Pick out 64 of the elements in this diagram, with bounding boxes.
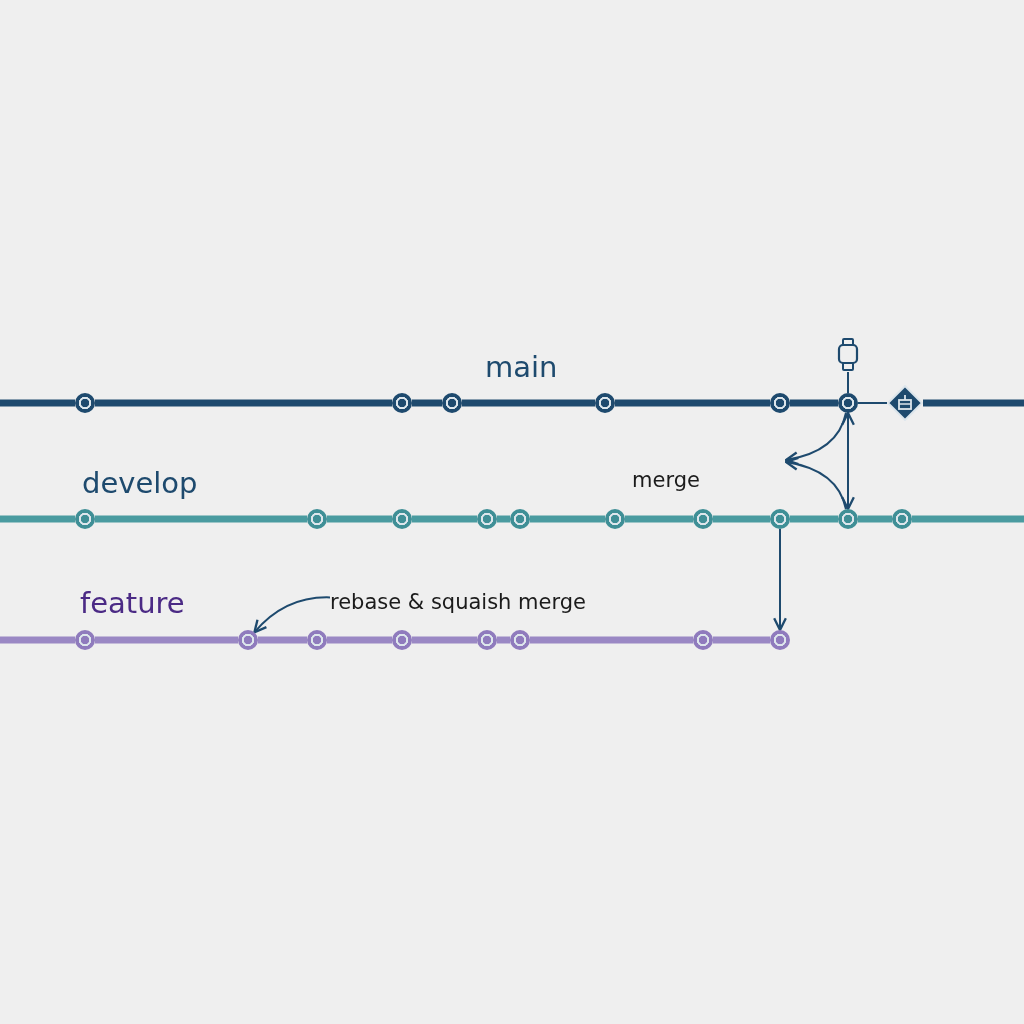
branch-line	[327, 636, 392, 644]
arrow	[784, 457, 847, 511]
branch-line	[0, 515, 75, 523]
commit-circle	[605, 509, 625, 529]
commit-circle	[693, 630, 713, 650]
connector-line	[857, 402, 888, 404]
branch-line	[462, 399, 595, 407]
branch-line	[530, 636, 693, 644]
branch-line	[497, 515, 510, 523]
commit-circle	[75, 509, 95, 529]
branch-line	[412, 399, 442, 407]
arrow	[784, 411, 847, 465]
branch-line	[258, 636, 307, 644]
commit-circle	[693, 509, 713, 529]
branch-name: feature	[80, 586, 185, 620]
branch-line	[713, 515, 770, 523]
leader-arrow	[253, 596, 331, 634]
merge-label: merge	[632, 468, 700, 492]
commit-circle	[75, 393, 95, 413]
branch-line	[790, 515, 838, 523]
commit-circle	[838, 509, 858, 529]
branch-line	[95, 399, 392, 407]
commit-circle	[238, 630, 258, 650]
commit-circle	[392, 509, 412, 529]
branch-line	[95, 636, 238, 644]
commit-circle	[307, 509, 327, 529]
branch-line	[95, 515, 307, 523]
tag-icon	[837, 338, 859, 372]
arrow	[773, 528, 787, 632]
commit-circle	[595, 393, 615, 413]
commit-circle	[477, 630, 497, 650]
commit-circle	[442, 393, 462, 413]
commit-circle	[770, 393, 790, 413]
branch-line	[858, 515, 892, 523]
branch-line	[412, 636, 477, 644]
commit-circle	[770, 630, 790, 650]
commit-circle	[510, 630, 530, 650]
commit-circle	[477, 509, 497, 529]
commit-circle	[75, 630, 95, 650]
commit-circle	[307, 630, 327, 650]
branch-line	[530, 515, 605, 523]
branch-line	[790, 399, 838, 407]
arrow	[841, 411, 855, 511]
branch-line	[625, 515, 693, 523]
commit-circle	[892, 509, 912, 529]
branch-line	[0, 399, 75, 407]
branch-line	[0, 636, 75, 644]
diamond-marker	[887, 385, 923, 421]
branch-name: develop	[82, 466, 198, 500]
commit-circle	[838, 393, 858, 413]
branch-line	[327, 515, 392, 523]
branch-line	[497, 636, 510, 644]
branch-line	[412, 515, 477, 523]
branch-name: main	[485, 350, 558, 384]
branch-line	[713, 636, 770, 644]
branch-line	[912, 515, 1024, 523]
connector-line	[847, 371, 849, 394]
commit-circle	[510, 509, 530, 529]
branch-line	[615, 399, 770, 407]
annotation-text: rebase & squaish merge	[330, 587, 626, 617]
commit-circle	[392, 630, 412, 650]
commit-circle	[392, 393, 412, 413]
commit-circle	[770, 509, 790, 529]
branch-line	[923, 399, 1024, 407]
